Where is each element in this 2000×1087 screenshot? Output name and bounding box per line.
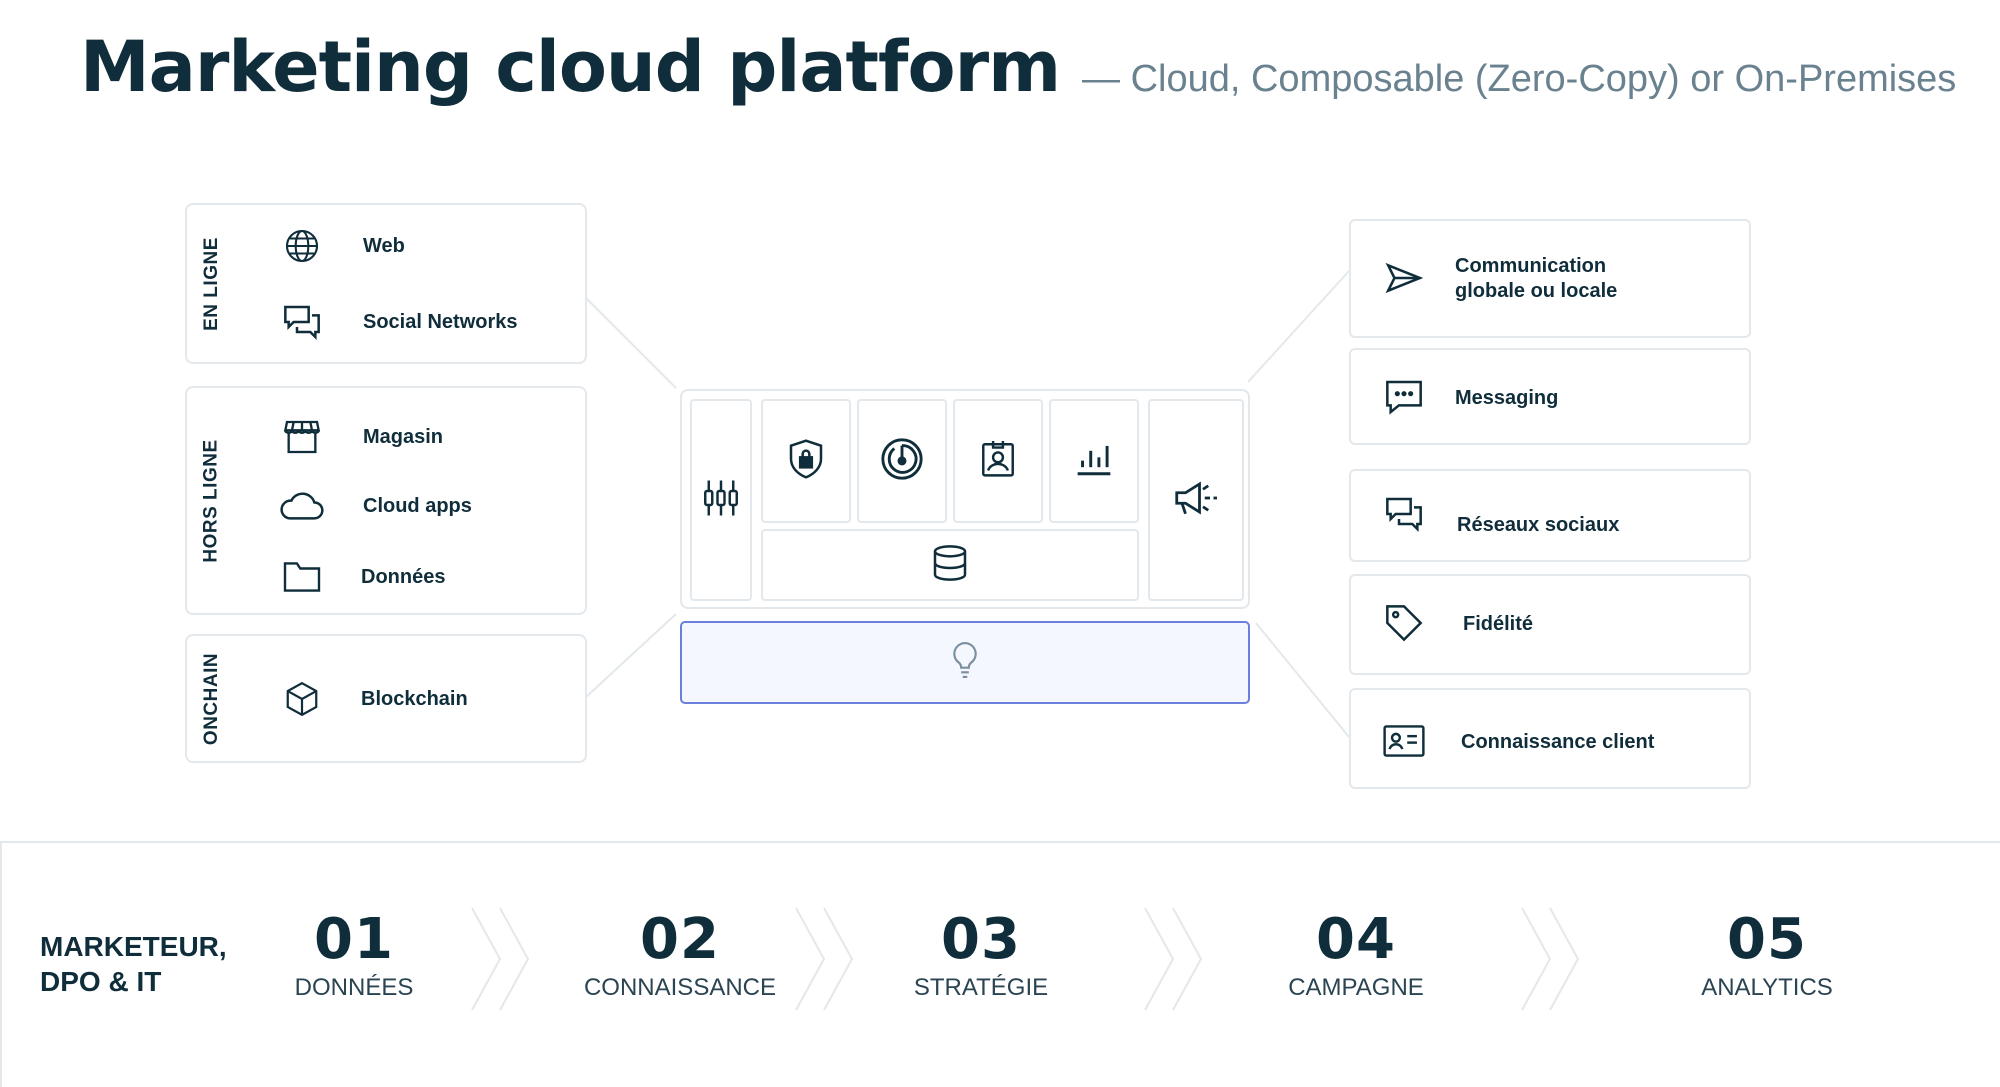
module-security [761, 399, 851, 523]
folder-icon [279, 554, 325, 600]
output-label: Fidélité [1463, 613, 1534, 635]
page-title: Marketing cloud platform [80, 26, 1061, 108]
megaphone-icon [1173, 477, 1219, 524]
source-label: Blockchain [361, 687, 468, 710]
insight-module [680, 621, 1250, 704]
message-dots-icon [1381, 374, 1427, 420]
module-database [761, 529, 1139, 601]
module-analytics [1049, 399, 1139, 523]
chevron-right-icon [471, 907, 530, 1011]
process-step-01: 01 DONNÉES [214, 908, 494, 1002]
source-group-hors-ligne: HORS LIGNE Magasin Cloud apps Données [185, 386, 587, 615]
audience-label: MARKETEUR, DPO & IT [40, 931, 227, 997]
chat-bubbles-icon [1381, 491, 1427, 537]
source-label: Web [363, 234, 405, 257]
process-step-05: 05 ANALYTICS [1627, 908, 1907, 1002]
platform-core [680, 389, 1250, 609]
step-name: CONNAISSANCE [583, 974, 777, 1001]
process-band [0, 841, 2000, 1087]
bar-chart-icon [1074, 441, 1114, 482]
source-item-donnees: Données [279, 554, 445, 600]
source-item-cloud-apps: Cloud apps [279, 483, 472, 529]
page-subtitle: — Cloud, Composable (Zero-Copy) or On-Pr… [1082, 58, 1957, 100]
sliders-icon [700, 476, 742, 525]
source-group-en-ligne: EN LIGNE Web Social Networks [185, 203, 587, 364]
step-number: 05 [1727, 907, 1807, 972]
chevron-right-icon [1144, 907, 1203, 1011]
cube-icon [279, 676, 325, 722]
chat-bubbles-icon [279, 299, 325, 345]
output-connaissance-client: Connaissance client [1349, 688, 1751, 789]
source-group-onchain: ONCHAIN Blockchain [185, 634, 587, 763]
step-number: 04 [1316, 907, 1396, 972]
source-item-web: Web [279, 223, 405, 269]
cloud-icon [279, 483, 325, 529]
id-card-icon [1381, 718, 1427, 764]
tag-icon [1381, 600, 1427, 646]
storefront-icon [279, 414, 325, 460]
output-communication: Communication globale ou locale [1349, 219, 1751, 338]
database-icon [930, 543, 970, 588]
output-label: Connaissance client [1461, 731, 1655, 753]
group-label: ONCHAIN [201, 652, 223, 745]
shield-lock-icon [786, 437, 826, 486]
module-campaign [1148, 399, 1244, 601]
output-label: Communication globale ou locale [1455, 255, 1618, 302]
source-label: Social Networks [363, 310, 518, 333]
chevron-right-icon [1521, 907, 1580, 1011]
output-label: Messaging [1455, 387, 1559, 409]
lightbulb-icon [949, 640, 981, 685]
source-label: Cloud apps [363, 494, 472, 517]
send-icon [1381, 255, 1427, 301]
header: Marketing cloud platform — Cloud, Compos… [80, 26, 1956, 108]
step-name: CAMPAGNE [1288, 974, 1424, 1001]
step-name: DONNÉES [294, 974, 414, 1001]
module-performance [857, 399, 947, 523]
process-step-03: 03 STRATÉGIE [841, 908, 1121, 1002]
process-step-04: 04 CAMPAGNE [1216, 908, 1496, 1002]
source-item-social-networks: Social Networks [279, 299, 518, 345]
process-step-02: 02 CONNAISSANCE [540, 908, 820, 1002]
source-item-magasin: Magasin [279, 414, 443, 460]
output-reseaux-sociaux: Réseaux sociaux [1349, 469, 1751, 562]
globe-icon [279, 223, 325, 269]
source-label: Données [361, 565, 446, 588]
contact-card-icon [980, 439, 1016, 484]
source-label: Magasin [363, 425, 444, 448]
output-messaging: Messaging [1349, 348, 1751, 445]
module-settings [690, 399, 752, 601]
source-item-blockchain: Blockchain [279, 676, 468, 722]
output-label: Réseaux sociaux [1457, 514, 1620, 536]
module-profiles [953, 399, 1043, 523]
step-name: ANALYTICS [1701, 974, 1833, 1001]
step-number: 01 [314, 907, 394, 972]
step-name: STRATÉGIE [913, 974, 1049, 1001]
step-number: 02 [640, 907, 720, 972]
step-number: 03 [941, 907, 1021, 972]
chevron-right-icon [795, 907, 854, 1011]
power-gauge-icon [879, 436, 925, 487]
output-fidelite: Fidélité [1349, 574, 1751, 675]
group-label: EN LIGNE [201, 236, 223, 331]
group-label: HORS LIGNE [201, 438, 223, 563]
